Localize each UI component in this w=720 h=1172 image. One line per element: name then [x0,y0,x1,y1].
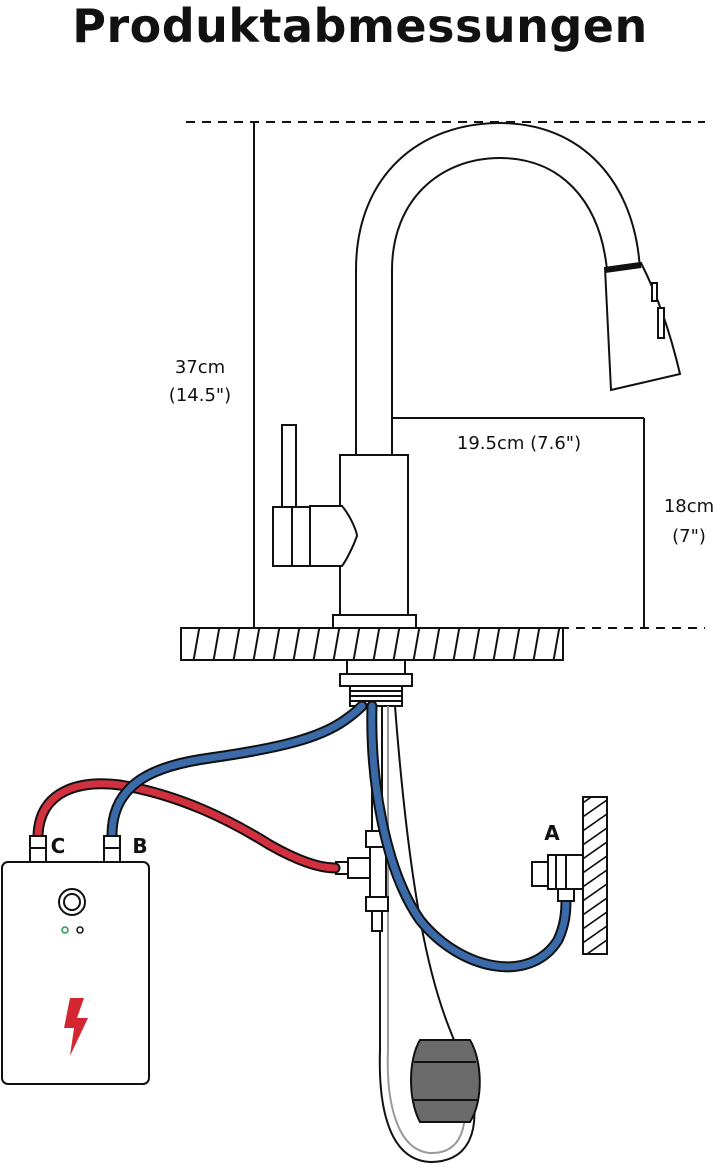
power-button-icon [58,888,86,916]
spray-head-band [604,262,642,273]
countertop [180,627,564,661]
height-dimension-label-cm: 37cm [175,357,225,378]
faucet-base [332,614,417,629]
reach-dimension-label: 19.5cm (7.6") [457,433,581,454]
lightning-bolt-icon [64,998,88,1056]
connection-label-c: C [51,834,66,858]
indicator-light [61,926,69,934]
connection-label-b: B [132,834,147,858]
faucet-handle-lever [281,424,297,508]
connection-label-a: A [544,821,560,845]
wall-section [582,796,608,955]
faucet-spout [355,121,642,456]
indicator-light [76,926,84,934]
mounting-shank [339,659,413,707]
supply-hose-to-valve [366,700,572,973]
cold-water-hose [106,700,368,841]
spout-height-label-inch: (7") [672,526,706,547]
water-heater [1,835,150,1085]
faucet-handle-mount [309,505,359,567]
faucet [272,121,682,629]
spray-button-top [651,282,658,302]
angle-valve [531,854,584,902]
hose-counterweight [410,1039,481,1123]
page-title: Produktabmessungen [72,0,648,53]
spout-height-label-cm: 18cm [664,496,714,517]
height-dimension-label-inch: (14.5") [169,385,231,406]
spray-button-bottom [657,307,665,339]
pull-down-spray-head [603,261,682,392]
